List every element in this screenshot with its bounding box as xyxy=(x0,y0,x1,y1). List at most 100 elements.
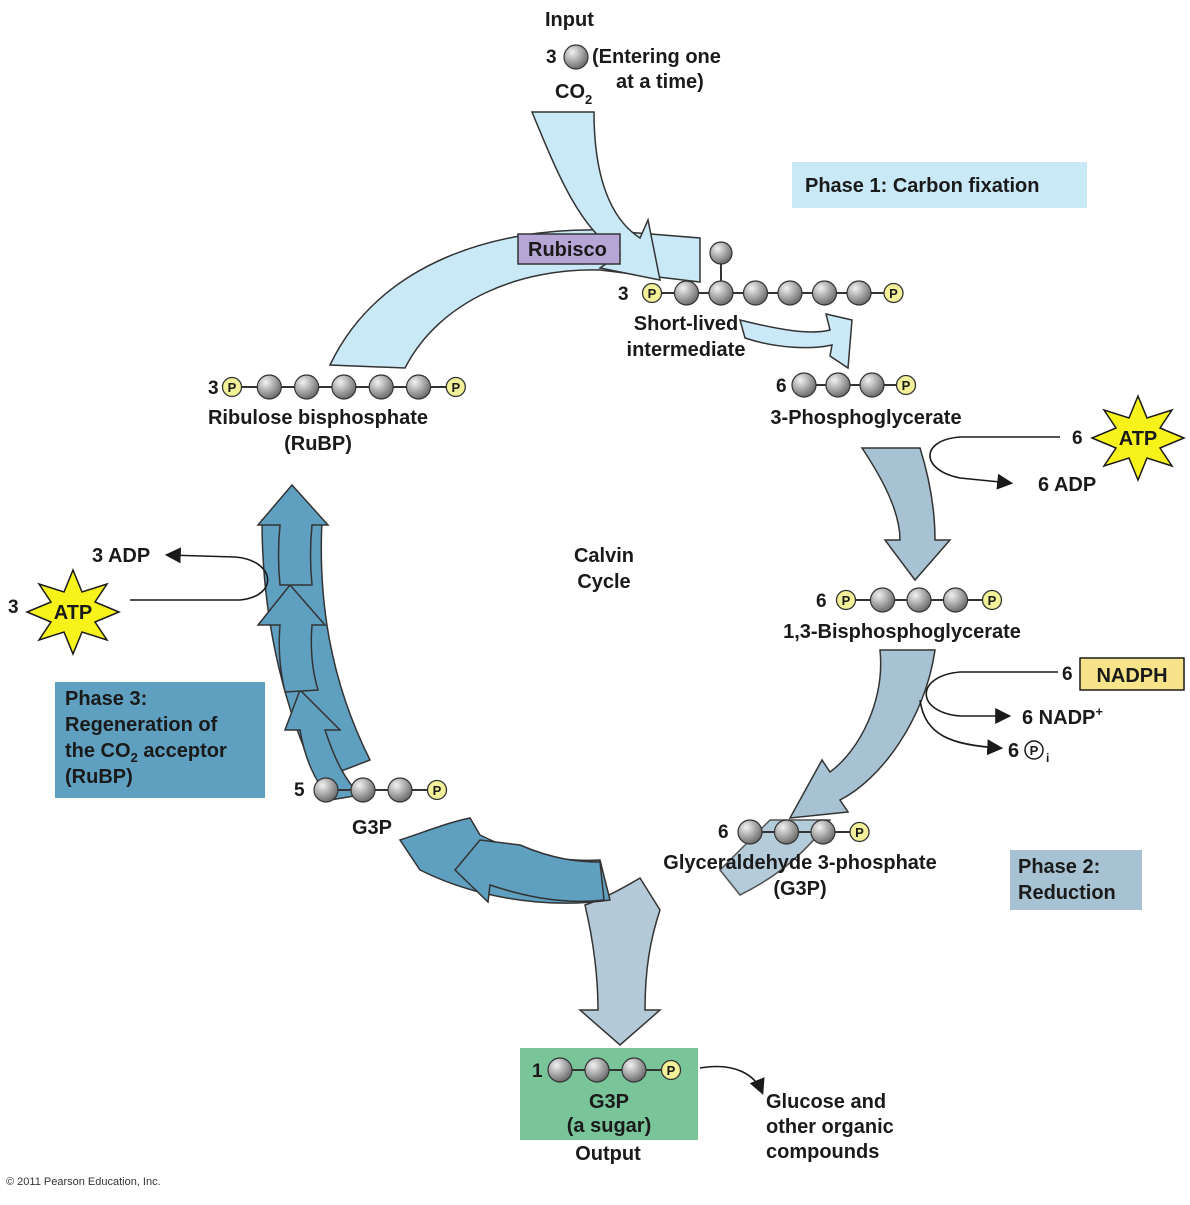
pga-molecule: P xyxy=(791,372,917,398)
nadph-name: NADPH xyxy=(1096,665,1167,687)
atp-reduction-name: ATP xyxy=(1119,428,1158,450)
phosphate-icon xyxy=(641,282,663,304)
phosphate-symbol: P xyxy=(433,783,442,798)
carbon-atom xyxy=(825,372,851,398)
g3p-regen-name: G3P xyxy=(352,817,392,839)
nadp-label: 6 NADP+ xyxy=(1022,704,1103,729)
phase3-box xyxy=(55,682,265,798)
adp-reduction-label: 6 ADP xyxy=(1038,474,1096,496)
g3p-regen-molecule: P xyxy=(313,777,448,803)
phosphate-symbol: P xyxy=(648,286,657,301)
phosphate-symbol: P xyxy=(988,593,997,608)
carbon-atom xyxy=(859,372,885,398)
phase1-label: Phase 1: Carbon fixation xyxy=(805,175,1040,197)
phase3-arrow-2 xyxy=(256,583,327,693)
atp-reduction-side-arrow xyxy=(929,436,1060,490)
co2-carbon xyxy=(563,44,589,70)
intermediate-name-line1: Short-lived xyxy=(634,313,738,335)
carbon-atom xyxy=(547,1057,573,1083)
phase3-arrow-1 xyxy=(283,688,362,801)
pi-symbol: P xyxy=(1030,743,1039,758)
intermediate-branch-carbon xyxy=(709,241,733,265)
nadph-box xyxy=(1079,657,1185,691)
carbon-atom xyxy=(742,280,769,306)
nadph-side-arrow xyxy=(925,671,1058,724)
phosphate-symbol: P xyxy=(451,380,460,395)
phosphate-symbol: P xyxy=(889,286,898,301)
phase3-label-line2: Regeneration of xyxy=(65,714,218,736)
carbon-atom xyxy=(387,777,413,803)
phase1-box xyxy=(792,162,1087,208)
pga-count: 6 xyxy=(776,376,787,397)
phosphate-icon xyxy=(660,1059,682,1081)
output-count: 1 xyxy=(532,1061,543,1082)
atp-reduction-burst xyxy=(1090,394,1186,482)
input-count: 3 xyxy=(546,47,557,68)
carbon-atom xyxy=(584,1057,610,1083)
pi-phosphate-icon xyxy=(1024,740,1044,760)
glucose-line2: other organic xyxy=(766,1116,894,1138)
output-name-line1: G3P xyxy=(589,1091,629,1113)
phosphate-icon xyxy=(426,779,448,801)
atp-regen-count: 3 xyxy=(8,597,19,618)
phase2-label-line2: Reduction xyxy=(1018,882,1116,904)
carbon-atom xyxy=(906,587,932,613)
carbon-atom xyxy=(777,280,803,306)
input-note-line1: (Entering one xyxy=(592,46,721,68)
carbon-atom xyxy=(846,280,872,306)
g3p-cycle-name-line2: (G3P) xyxy=(773,878,826,900)
phosphate-icon xyxy=(835,589,857,611)
carbon-atom xyxy=(331,374,357,400)
phosphate-icon xyxy=(445,376,466,398)
carbon-atom xyxy=(313,777,339,803)
co2-label: CO2 xyxy=(555,81,592,107)
phosphate-symbol: P xyxy=(842,593,851,608)
phosphate-symbol: P xyxy=(228,380,237,395)
glucose-line1: Glucose and xyxy=(766,1091,886,1113)
nadph-count: 6 xyxy=(1062,664,1073,685)
rubisco-box xyxy=(517,233,621,265)
phosphate-icon xyxy=(849,821,870,843)
glucose-line3: compounds xyxy=(766,1141,879,1163)
phase2-arrow-1 xyxy=(860,447,952,582)
g3p-cycle-molecule: P xyxy=(737,819,870,845)
rubp-name-line1: Ribulose bisphosphate xyxy=(208,407,428,429)
g3p-cycle-count: 6 xyxy=(718,822,729,843)
carbon-atom xyxy=(256,374,282,400)
phosphate-icon xyxy=(221,376,243,398)
phosphate-icon xyxy=(981,589,1003,611)
carbon-atom xyxy=(673,280,700,306)
intermediate-to-pga-arrow xyxy=(738,312,853,370)
carbon-atom xyxy=(621,1057,647,1083)
phase3-arrow-3 xyxy=(256,483,330,586)
input-label: Input xyxy=(545,9,594,31)
copyright: © 2011 Pearson Education, Inc. xyxy=(6,1176,161,1188)
carbon-atom xyxy=(294,374,320,400)
co2-input-arrow xyxy=(530,111,661,281)
output-label: Output xyxy=(575,1143,641,1165)
phase3-label-line4: (RuBP) xyxy=(65,766,133,788)
atp-reduction-count: 6 xyxy=(1072,428,1083,449)
center-label-line1: Calvin xyxy=(574,545,634,567)
output-molecule: P xyxy=(547,1057,682,1083)
intermediate-name-line2: intermediate xyxy=(627,339,746,361)
phosphate-symbol: P xyxy=(902,378,911,393)
carbon-atom xyxy=(810,819,836,845)
glucose-arrow xyxy=(699,1065,765,1095)
rubp-name-line2: (RuBP) xyxy=(284,433,352,455)
carbon-atom xyxy=(942,587,969,613)
phase3-label-line1: Phase 3: xyxy=(65,688,147,710)
carbon-atom xyxy=(350,777,376,803)
pga-name: 3-Phosphoglycerate xyxy=(770,407,961,429)
atp-regen-name: ATP xyxy=(54,602,93,624)
carbon-atom xyxy=(869,587,896,613)
carbon-atom xyxy=(737,819,763,845)
phosphate-symbol: P xyxy=(855,825,864,840)
carbon-atom xyxy=(791,372,817,398)
pi-count: 6 xyxy=(1008,740,1019,762)
